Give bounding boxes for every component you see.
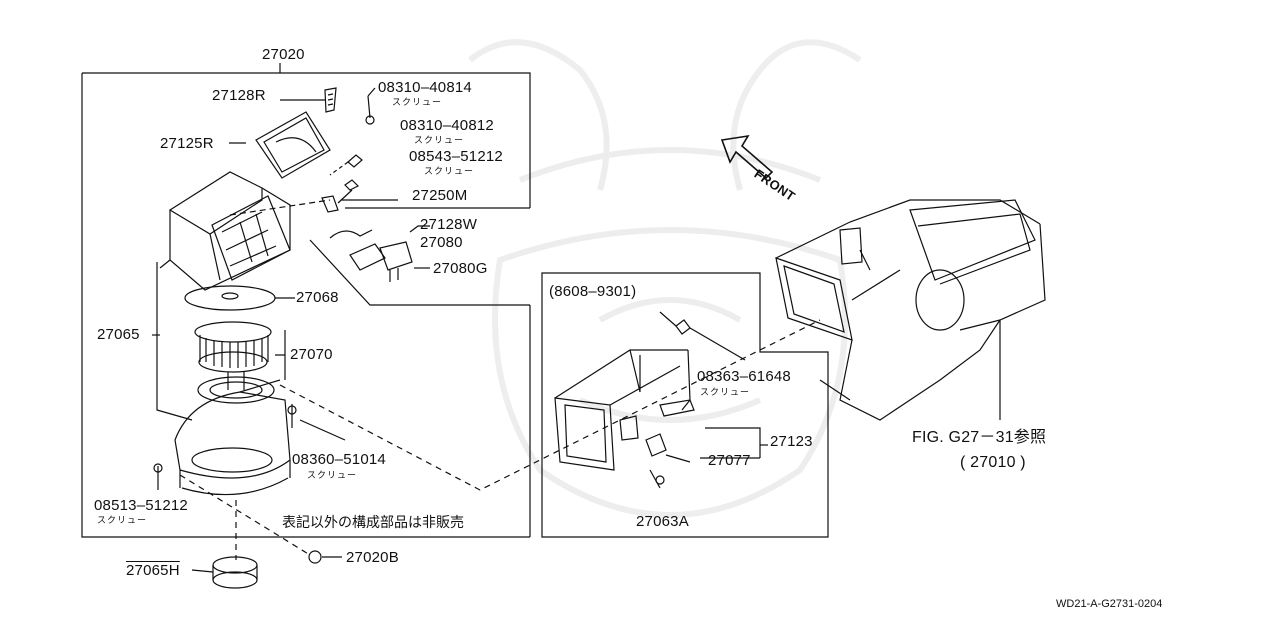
leader-lines [179, 319, 821, 560]
ring-27065H [191, 556, 258, 589]
diagram-code: WD21-A-G2731-0204 [1056, 598, 1163, 610]
note-not-sold: 表記以外の構成部品は非販売 [282, 514, 464, 530]
label-27070: 27070 [290, 346, 333, 363]
label-08543-51212: 08543–51212 [409, 148, 503, 165]
screw-text-6: スクリュー [700, 387, 751, 397]
screws-housing [153, 404, 346, 490]
screw-text-3: スクリュー [424, 166, 475, 176]
figure-ref: FIG. G27－31参照 [912, 429, 1047, 446]
label-08363-61648: 08363–61648 [697, 368, 791, 385]
watermark-emblem [468, 39, 862, 518]
motor-plate [197, 372, 275, 404]
blower-housing [174, 379, 291, 496]
label-27077: 27077 [708, 452, 751, 469]
main-assembly-box [81, 63, 531, 538]
label-27020B: 27020B [346, 549, 399, 566]
sub-assembly-box [541, 272, 829, 538]
label-08513-51212: 08513–51212 [94, 497, 188, 514]
heater-unit [775, 199, 1046, 421]
filter-27125R [229, 111, 331, 179]
label-08310-40812: 08310–40812 [400, 117, 494, 134]
figure-ref-part: ( 27010 ) [960, 454, 1026, 471]
label-27065H: 27065H [126, 562, 180, 579]
label-27128W: 27128W [420, 216, 478, 233]
duct-27123 [554, 311, 768, 489]
label-27125R: 27125R [160, 135, 214, 152]
label-08310-40814: 08310–40814 [378, 79, 472, 96]
label-27123: 27123 [770, 433, 813, 450]
label-27068: 27068 [296, 289, 339, 306]
bracket-27065 [152, 262, 193, 421]
label-27080: 27080 [420, 234, 463, 251]
actuator-27080 [329, 225, 430, 282]
label-27065: 27065 [97, 326, 140, 343]
front-arrow-icon [720, 134, 774, 180]
label-08360-51014: 08360–51014 [292, 451, 386, 468]
nut-27020B [308, 550, 342, 564]
screw-text-5: スクリュー [97, 515, 148, 525]
screw-text-2: スクリュー [414, 135, 465, 145]
plate-27068 [184, 285, 295, 311]
intake-housing [159, 171, 331, 291]
label-27063A: 27063A [636, 513, 689, 530]
screw-text-4: スクリュー [307, 470, 358, 480]
screw-text-1: スクリュー [392, 97, 443, 107]
label-27080G: 27080G [433, 260, 488, 277]
screws-top [321, 87, 398, 213]
date-range: (8608–9301) [549, 283, 637, 300]
label-27020: 27020 [262, 46, 305, 63]
label-27250M: 27250M [412, 187, 468, 204]
label-27128R: 27128R [212, 87, 266, 104]
grille-27128R [280, 87, 337, 113]
fan-motor-27070 [194, 321, 286, 380]
